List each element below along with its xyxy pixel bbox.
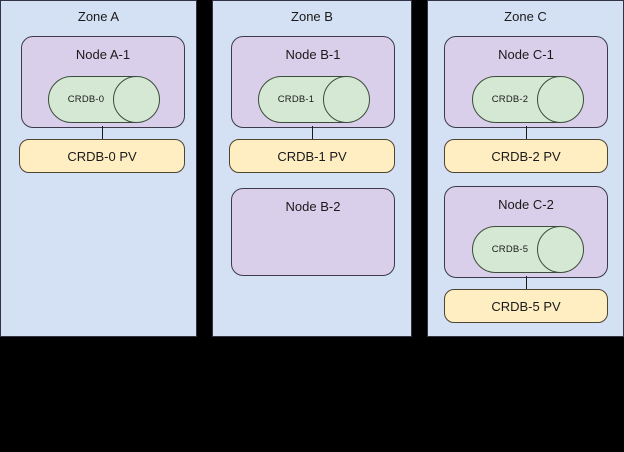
node-c-1-label: Node C-1 — [498, 47, 554, 62]
cylinder-icon — [472, 76, 584, 123]
connector-crdb-5 — [526, 276, 527, 290]
pv-crdb-0[interactable]: CRDB-0 PV — [19, 139, 185, 173]
zone-a[interactable]: Zone A Node A-1 CRDB-0 CRDB-0 PV — [0, 0, 197, 337]
node-a-1-label: Node A-1 — [75, 47, 131, 62]
zone-b-label: Zone B — [291, 9, 333, 24]
pv-crdb-5[interactable]: CRDB-5 PV — [444, 289, 608, 323]
zone-c-label: Zone C — [504, 9, 547, 24]
cylinder-icon — [258, 76, 370, 123]
pod-crdb-5[interactable]: CRDB-5 — [472, 226, 584, 273]
pod-crdb-1[interactable]: CRDB-1 — [258, 76, 370, 123]
pod-crdb-0[interactable]: CRDB-0 — [48, 76, 160, 123]
node-c-2[interactable]: Node C-2 CRDB-5 — [444, 186, 608, 278]
pv-crdb-2[interactable]: CRDB-2 PV — [444, 139, 608, 173]
node-b-2[interactable]: Node B-2 — [231, 188, 395, 276]
connector-crdb-2 — [526, 126, 527, 140]
zone-c[interactable]: Zone C Node C-1 CRDB-2 CRDB-2 PV Node C-… — [427, 0, 624, 337]
cylinder-icon — [472, 226, 584, 273]
pod-crdb-2[interactable]: CRDB-2 — [472, 76, 584, 123]
node-c-1[interactable]: Node C-1 CRDB-2 — [444, 36, 608, 128]
cylinder-icon — [48, 76, 160, 123]
node-a-1[interactable]: Node A-1 CRDB-0 — [21, 36, 185, 128]
zone-b[interactable]: Zone B Node B-1 CRDB-1 CRDB-1 PV Node B-… — [212, 0, 412, 337]
connector-crdb-0 — [102, 126, 103, 140]
zone-a-label: Zone A — [77, 9, 120, 24]
node-b-2-label: Node B-2 — [285, 199, 341, 214]
connector-crdb-1 — [312, 126, 313, 140]
node-b-1[interactable]: Node B-1 CRDB-1 — [231, 36, 395, 128]
pv-crdb-1[interactable]: CRDB-1 PV — [229, 139, 395, 173]
node-c-2-label: Node C-2 — [498, 197, 554, 212]
node-b-1-label: Node B-1 — [285, 47, 341, 62]
